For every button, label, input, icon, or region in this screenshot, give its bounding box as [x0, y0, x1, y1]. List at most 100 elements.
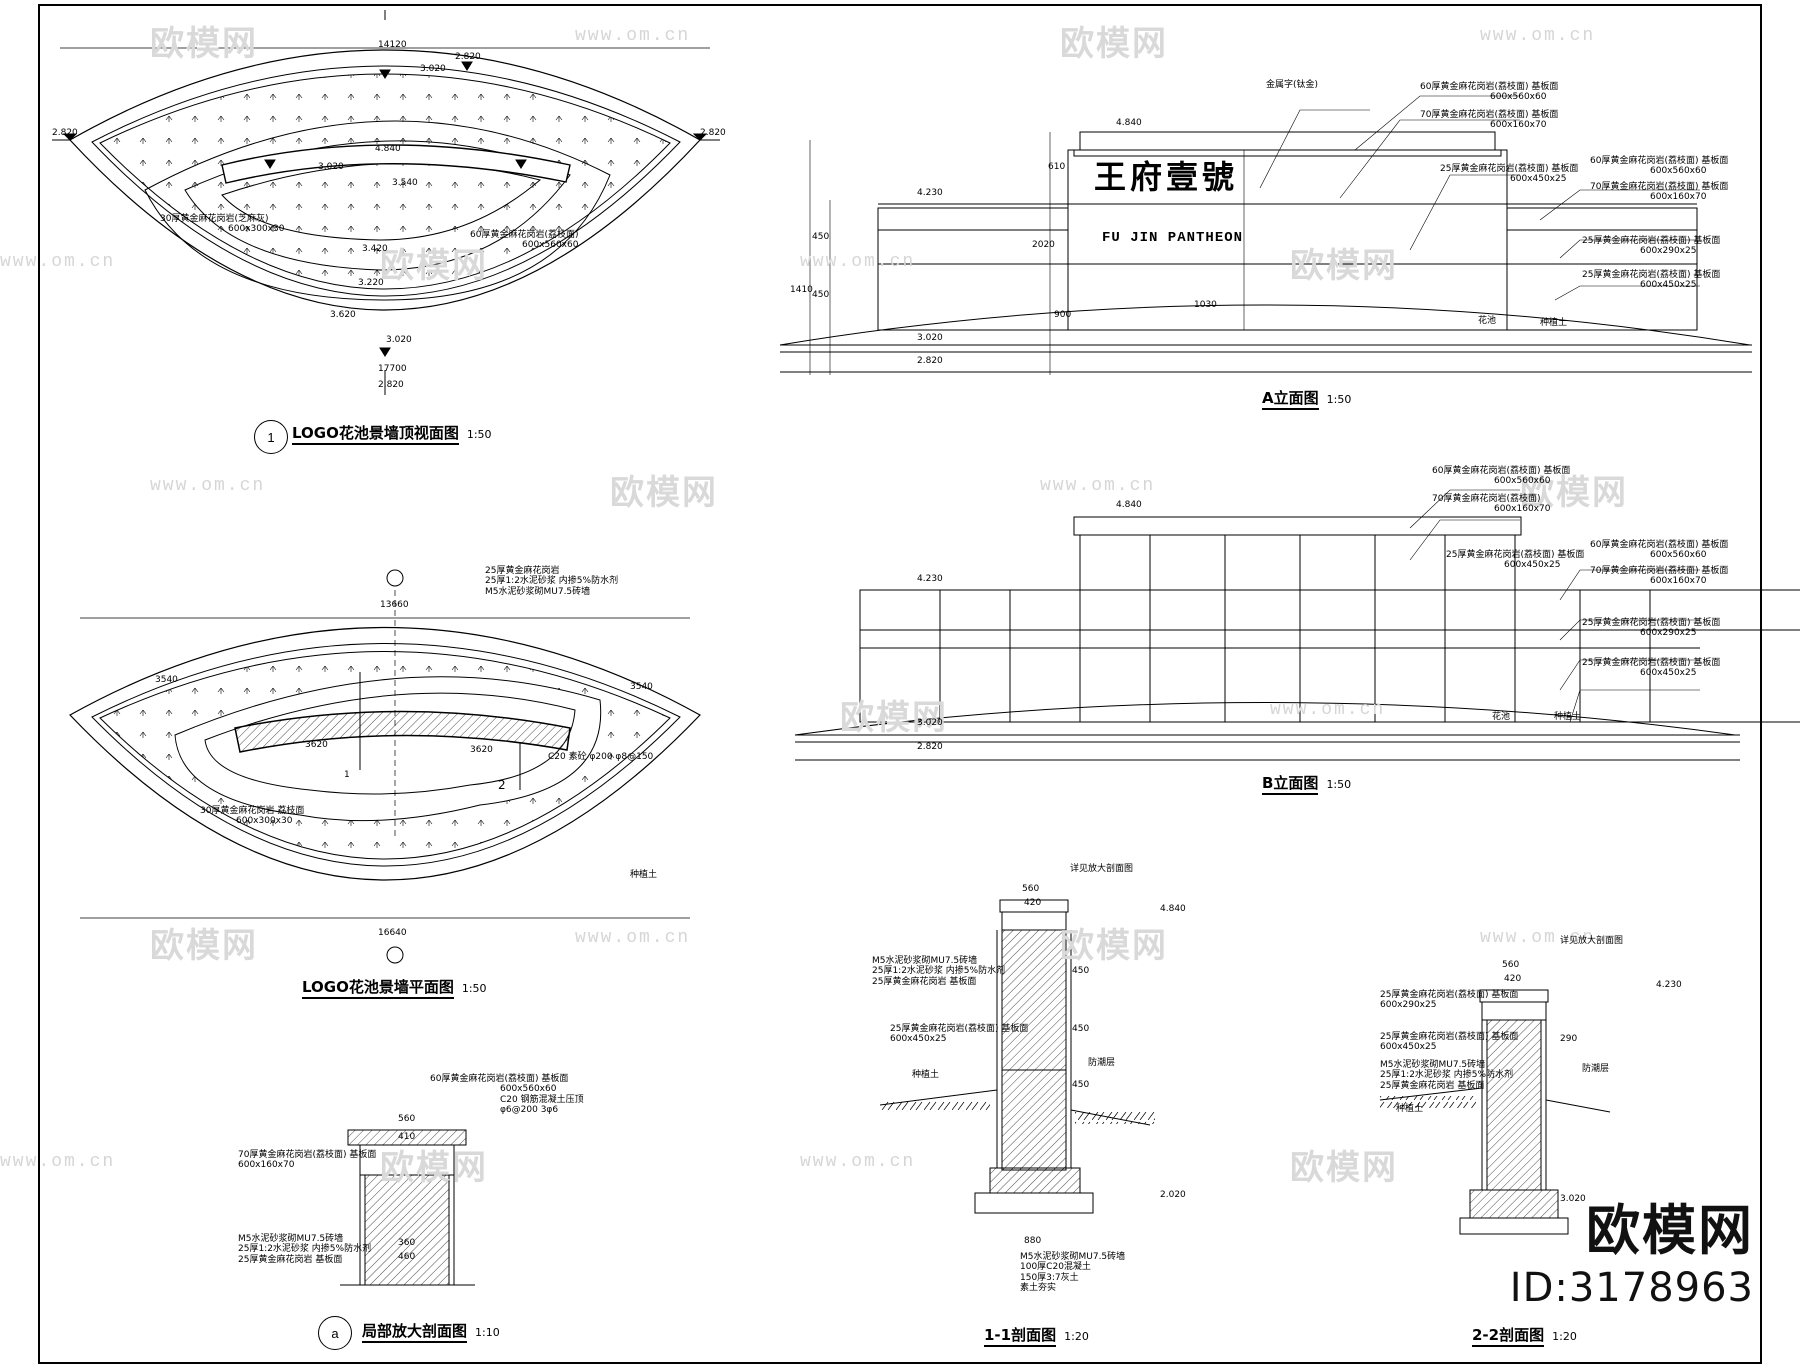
s1-notes-left-2: 25厚黄金麻花岗岩(荔枝面) 基板面 600x450x25 [890, 1024, 1029, 1045]
watermark-brand: 欧模网 [380, 246, 488, 286]
watermark-brand: 欧模网 [1290, 1148, 1398, 1188]
elev-b-note-2: 70厚黄金麻花岗岩(荔枝面) 600x160x70 [1432, 494, 1551, 515]
elev-a-base: 3.020 [917, 333, 943, 343]
s2-notes-left-1: 25厚黄金麻花岗岩(荔枝面) 基板面 600x290x25 [1380, 990, 1519, 1011]
elev-a-ground-1: 花池 [1478, 316, 1497, 326]
watermark-brand: 欧模网 [1060, 24, 1168, 64]
s1-notes-left-1: M5水泥砂浆砌MU7.5砖墙 25厚1:2水泥砂浆 内掺5%防水剂 25厚黄金麻… [872, 956, 1006, 987]
radius-2: 3.220 [358, 278, 384, 288]
watermark-brand: 欧模网 [150, 926, 258, 966]
watermark-url: www.om.cn [800, 252, 916, 272]
s2-soil: 种植土 [1396, 1104, 1424, 1114]
elev-b-top: 4.840 [1116, 500, 1142, 510]
elev-b-ground-2: 种植土 [1554, 712, 1582, 722]
elev-b-note-4: 60厚黄金麻花岗岩(荔枝面) 基板面 600x560x60 [1590, 540, 1729, 561]
elev-b-note-7: 25厚黄金麻花岗岩(荔枝面) 基板面 600x450x25 [1582, 658, 1721, 679]
elev-top: 2.820 [455, 52, 481, 62]
detail-notes-top: 60厚黄金麻花岗岩(荔枝面) 基板面 600x560x60 C20 钢筋混凝土压… [430, 1074, 584, 1116]
elev-b-note-6: 25厚黄金麻花岗岩(荔枝面) 基板面 600x290x25 [1582, 618, 1721, 639]
elev-a-note-4: 25厚黄金麻花岗岩(荔枝面) 基板面 600x450x25 [1440, 164, 1579, 185]
s2-notes-left-2: 25厚黄金麻花岗岩(荔枝面) 基板面 600x450x25 [1380, 1032, 1519, 1053]
watermark-url: www.om.cn [1270, 700, 1386, 720]
dim-s1-v3: 450 [1072, 1080, 1090, 1090]
elev-wall: 4.840 [375, 144, 401, 154]
elev-a-note-7: 25厚黄金麻花岗岩(荔枝面) 基板面 600x290x25 [1582, 236, 1721, 257]
watermark-brand: 欧模网 [1060, 926, 1168, 966]
dim-detail-core: 360 [398, 1238, 416, 1248]
elev-a-mid: 4.230 [917, 188, 943, 198]
note-plant-soil: 种植土 [630, 870, 658, 880]
watermark-url: www.om.cn [0, 252, 116, 272]
watermark-brand: 欧模网 [840, 698, 948, 738]
s1-soil: 种植土 [912, 1070, 940, 1080]
dim-s2-top: 560 [1502, 960, 1520, 970]
elev-bottom: 2.820 [378, 380, 404, 390]
plan-notes: 25厚黄金麻花岗岩 25厚1:2水泥砂浆 内掺5%防水剂 M5水泥砂浆砌MU7.… [485, 566, 619, 597]
elev-s2-top: 4.230 [1656, 980, 1682, 990]
sign-chinese: 王府壹號 [1094, 158, 1239, 196]
view-badge-detail: a [318, 1316, 352, 1350]
dim-a-v6: 900 [1054, 310, 1072, 320]
dim-a-v4: 1410 [790, 285, 813, 295]
cut-mark-1: 1 [344, 770, 350, 780]
elev-a-ground-2: 种植土 [1540, 318, 1568, 328]
elev-b-mid: 4.230 [917, 574, 943, 584]
cut-mark-2: 2 [498, 778, 506, 792]
detail-notes-left-1: 70厚黄金麻花岗岩(荔枝面) 基板面 600x160x70 [238, 1150, 377, 1171]
watermark-url: www.om.cn [575, 26, 691, 46]
watermark-url: www.om.cn [0, 1152, 116, 1172]
watermark-brand: 欧模网 [150, 24, 258, 64]
dim-a-v5: 2020 [1032, 240, 1055, 250]
section-1-drawing [879, 899, 1155, 1214]
dim-s1-mid: 420 [1024, 898, 1042, 908]
corner-brand-id: ID:3178963 [1509, 1265, 1754, 1311]
radius-5: 3.420 [362, 244, 388, 254]
elev-lower-mid: 3.020 [386, 335, 412, 345]
note-edge: 30厚黄金麻花岗岩 荔枝面 600x300x30 [200, 806, 305, 827]
elev-b-base: 3.020 [917, 718, 943, 728]
radius-3: 3.020 [318, 162, 344, 172]
elevation-a-drawing [779, 131, 1752, 375]
dim-w3: 3540 [155, 675, 178, 685]
elev-a-note-6: 70厚黄金麻花岗岩(荔枝面) 基板面 600x160x70 [1590, 182, 1729, 203]
corner-watermark: 欧模网 ID:3178963 [1510, 1186, 1754, 1311]
dim-s1-v1: 450 [1072, 966, 1090, 976]
elev-a-note-8: 25厚黄金麻花岗岩(荔枝面) 基板面 600x450x25 [1582, 270, 1721, 291]
dim-w1: 3620 [305, 740, 328, 750]
dim-s1-v2: 450 [1072, 1024, 1090, 1034]
plan-view-drawing [69, 569, 701, 964]
elev-s1-bottom: 2.020 [1160, 1190, 1186, 1200]
elev-a-note-5: 60厚黄金麻花岗岩(荔枝面) 基板面 600x560x60 [1590, 156, 1729, 177]
dim-top-width: 13660 [380, 600, 409, 610]
elev-b-note-1: 60厚黄金麻花岗岩(荔枝面) 基板面 600x560x60 [1432, 466, 1571, 487]
s2-notes-left-3: M5水泥砂浆砌MU7.5砖墙 25厚1:2水泥砂浆 内掺5%防水剂 25厚黄金麻… [1380, 1060, 1514, 1091]
elev-right: 2.820 [700, 128, 726, 138]
elev-b-ground: 2.820 [917, 742, 943, 752]
detail-notes-left-2: M5水泥砂浆砌MU7.5砖墙 25厚1:2水泥砂浆 内掺5%防水剂 25厚黄金麻… [238, 1234, 372, 1265]
s1-right-note: 防潮层 [1088, 1058, 1116, 1068]
radius-4: 3.620 [330, 310, 356, 320]
elev-a-ground: 2.820 [917, 356, 943, 366]
dim-s2-mid: 420 [1504, 974, 1522, 984]
dim-overall-width: 14120 [378, 40, 407, 50]
elev-s1-top: 4.840 [1160, 904, 1186, 914]
elev-a-top: 4.840 [1116, 118, 1142, 128]
dim-inner-width: 17700 [378, 364, 407, 374]
dim-s1-top: 560 [1022, 884, 1040, 894]
dim-detail-base: 460 [398, 1252, 416, 1262]
watermark-brand: 欧模网 [610, 473, 718, 513]
note-wall: 60厚黄金麻花岗岩(荔枝面) 600x560x60 [470, 230, 579, 251]
dim-w4: 3540 [630, 682, 653, 692]
corner-brand-name: 欧模网 [1586, 1199, 1754, 1262]
section-2-drawing [1379, 989, 1611, 1235]
detail-section-drawing [340, 1129, 475, 1286]
s1-top-note: 详见放大剖面图 [1070, 864, 1134, 874]
dim-detail-total: 560 [398, 1114, 416, 1124]
dim-a-v1: 610 [1048, 162, 1066, 172]
